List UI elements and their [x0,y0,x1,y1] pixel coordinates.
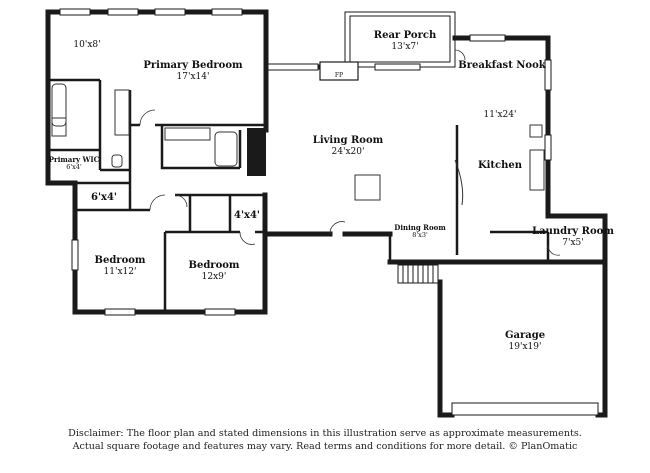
room-dims: 6'x4' [90,192,118,203]
windows [59,8,552,316]
disclaimer-line-1: Disclaimer: The floor plan and stated di… [68,428,582,439]
garage-door-opening [451,402,599,416]
vanity-hall [164,127,211,141]
interior-walls [48,78,550,312]
room-dims: 12x9' [201,271,227,282]
bathtub-hall [214,131,238,167]
room-dims: 7'x5' [562,237,584,248]
room-name: Living Room [312,135,384,146]
porch-inner [349,15,451,63]
room-dims: 19'x19' [508,341,542,352]
room-label-breakfast-nook: Breakfast Nook [458,60,545,72]
room-dims: 6'x4' [66,163,82,172]
room-name: Laundry Room [532,226,614,237]
room-dims: 10'x8' [73,40,101,50]
disclaimer-line-2: Actual square footage and features may v… [72,441,578,453]
room-dims: 17'x14' [176,71,210,82]
room-name: Rear Porch [373,30,437,41]
room-label-nook-dims: 11'x24' [484,110,517,120]
room-dims: 11'x24' [483,110,517,120]
dark-wall-block [247,128,266,176]
room-dims: 13'x7' [391,41,419,52]
fireplace-box [319,61,359,81]
kitchen-counter [529,149,545,191]
fireplace-label: FP [334,72,344,79]
room-label-hall: 6'x4' [91,192,117,204]
fridge-box [529,124,543,138]
bathtub-left [51,83,67,127]
doors [139,49,561,256]
room-name: Primary WIC [48,155,100,164]
room-dims: 4'x4' [233,210,261,221]
room-name: Dining Room [394,223,446,232]
room-label-kitchen: Kitchen [478,160,522,172]
room-name: Kitchen [477,160,523,171]
wall-garage-left [437,279,455,418]
toilet [111,154,123,168]
kitchen-counter-curve [454,159,464,206]
vanity-left [114,89,130,136]
wall-right-nook [545,35,608,265]
garage-door [451,402,599,416]
room-name: Primary Bedroom [143,60,243,71]
wall-garage-right [595,259,608,418]
fireplace [319,61,359,81]
fixtures [51,83,545,206]
room-label-closet-4x4: 4'x4' [234,210,260,222]
room-dims: 11'x12' [103,266,137,277]
room-dims: 24'x20' [331,146,365,157]
wall-left-step [45,180,268,315]
shower-left [51,117,67,137]
stairs [397,264,439,284]
kitchen-island [354,174,381,201]
room-name: Bedroom [188,260,240,271]
room-label-primary-closet: 10'x8' [73,40,100,50]
room-name: Bedroom [94,255,146,266]
room-name: Breakfast Nook [458,60,546,71]
disclaimer: Disclaimer: The floor plan and stated di… [0,427,650,454]
room-name: Garage [504,330,546,341]
room-dims: 8'x3' [412,231,428,240]
